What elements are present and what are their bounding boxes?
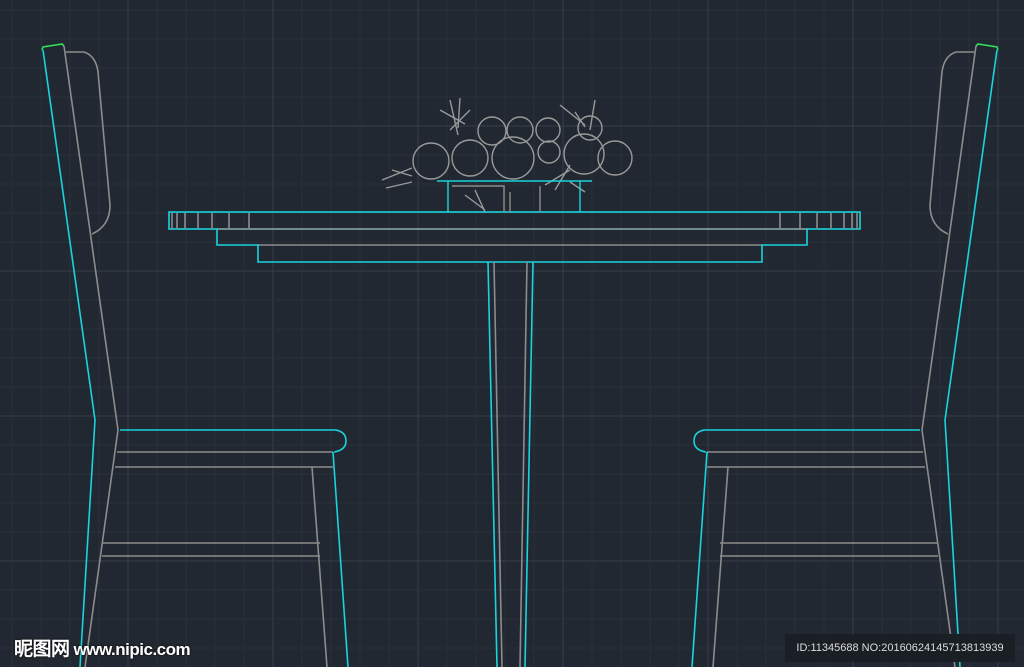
watermark-site: www.nipic.com	[73, 640, 191, 659]
chair-back-top	[41, 43, 65, 51]
table	[168, 211, 861, 667]
table-pedestal	[487, 261, 534, 667]
fruit-bowl	[381, 97, 633, 213]
chair-back-outline	[42, 49, 96, 667]
table-apron	[216, 229, 808, 263]
watermark-id: ID:11345688 NO:20160624145713813939	[785, 634, 1015, 662]
chair-back-panel	[66, 51, 111, 235]
fruits	[381, 97, 633, 213]
chair-right	[691, 43, 999, 667]
chair-back-inner	[63, 45, 119, 667]
chair-left	[41, 43, 349, 667]
table-pedestal-inner	[493, 261, 528, 667]
chair-front-leg	[332, 451, 349, 667]
table-top-edge-details	[171, 213, 858, 246]
chair-seat-lines	[102, 451, 333, 557]
bowl-outline	[437, 180, 592, 212]
chair-front-leg-inner	[311, 466, 328, 667]
bowl-inner	[452, 185, 541, 212]
watermark-logo-text: 昵图网	[14, 639, 70, 660]
chair-seat-top	[120, 429, 347, 453]
